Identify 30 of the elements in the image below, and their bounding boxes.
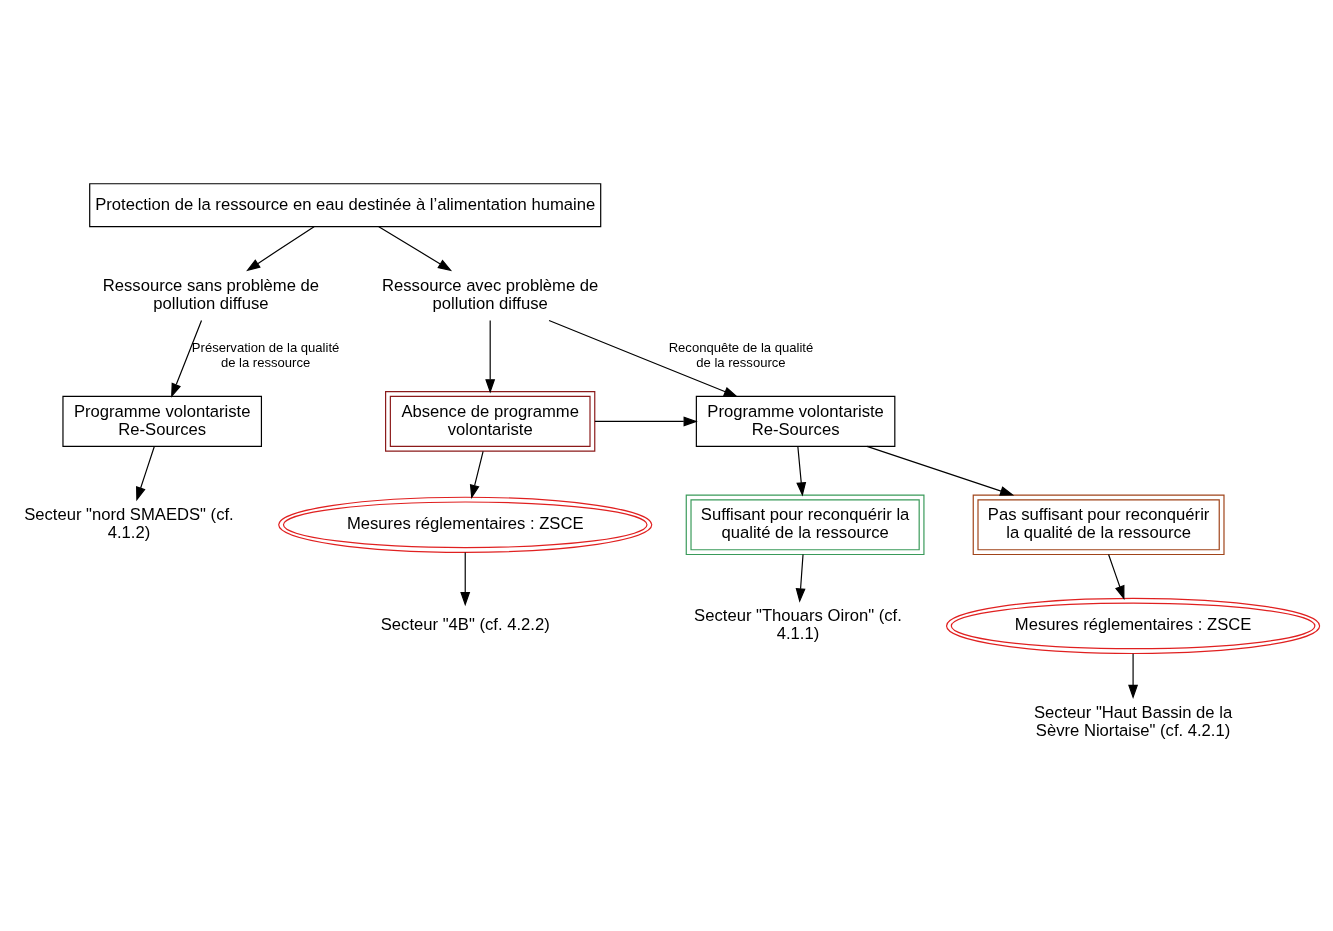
arrow	[469, 450, 484, 500]
arrow	[594, 416, 698, 427]
node-box: Programme volontariste Re-Sources	[695, 395, 896, 447]
arrow	[1108, 553, 1125, 600]
node-box: Suffisant pour reconquérir la qualité de la ressource	[685, 494, 925, 556]
node-ellipse: Mesures réglementaires : ZSCE	[278, 496, 653, 553]
arrow	[1128, 653, 1139, 700]
node-text: Ressource avec problème de pollution diffuse	[382, 275, 599, 313]
arrow	[866, 445, 1015, 496]
node-box: Programme volontariste Re-Sources	[62, 395, 263, 447]
edge-label: Préservation de la qualité de la ressource	[191, 340, 340, 370]
arrow	[136, 445, 155, 502]
node-box: Absence de programme volontariste	[385, 391, 596, 452]
node-text: Secteur "nord SMAEDS" (cf. 4.1.2)	[24, 505, 234, 543]
arrow	[378, 226, 453, 272]
edge-label: Reconquête de la qualité de la ressource	[668, 340, 814, 370]
node-text: Secteur "4B" (cf. 4.2.2)	[380, 615, 550, 635]
arrow	[485, 319, 496, 394]
node-text: Secteur "Thouars Oiron" (cf. 4.1.1)	[694, 606, 902, 644]
arrow	[796, 445, 807, 497]
node-ellipse: Mesures réglementaires : ZSCE	[945, 597, 1321, 655]
arrow	[795, 553, 806, 603]
arrow	[246, 226, 315, 272]
arrow	[460, 551, 471, 607]
node-box: Protection de la ressource en eau destinée à l’alimentation humaine	[89, 183, 602, 228]
node-text: Ressource sans problème de pollution diffuse	[102, 275, 320, 313]
node-text: Secteur "Haut Bassin de la Sèvre Niortaise" (cf. 4.2.1)	[1034, 702, 1233, 740]
node-box: Pas suffisant pour reconquérir la qualité de la ressource	[972, 494, 1225, 556]
arrow	[548, 319, 739, 397]
arrow	[171, 319, 203, 398]
